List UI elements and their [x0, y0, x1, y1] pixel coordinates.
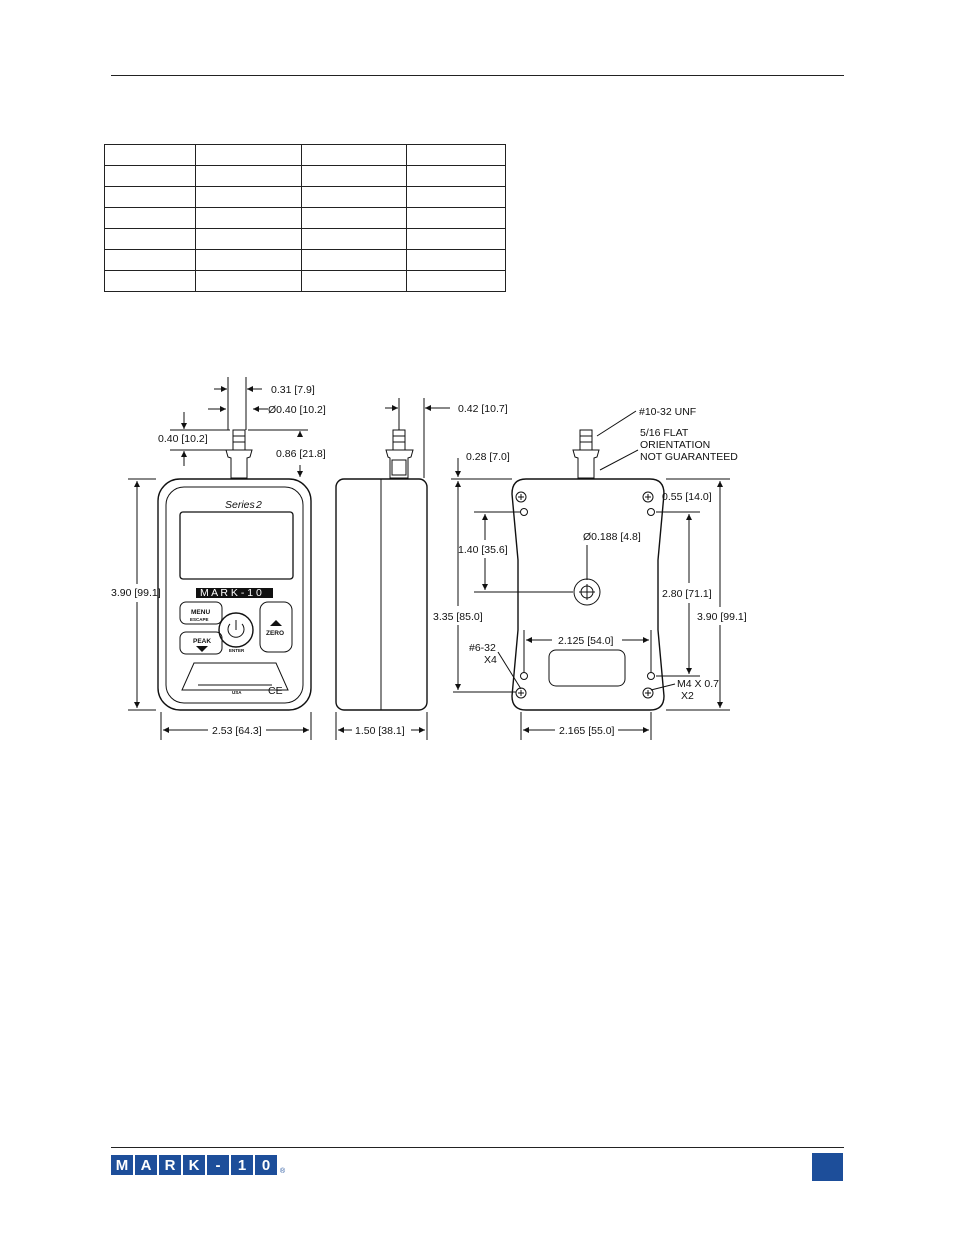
screw-m4-qty: X2: [681, 690, 694, 702]
dim-side-shaft: 0.42 [10.7]: [458, 403, 508, 415]
page-number-box: [812, 1153, 843, 1181]
logo-letter: 0: [255, 1155, 277, 1175]
side-view: [335, 429, 428, 711]
flat-note-3: NOT GUARANTEED: [640, 451, 738, 463]
logo-letter: -: [207, 1155, 229, 1175]
dim-hole-spacing-v: 2.80 [71.1]: [662, 588, 712, 600]
peak-key: PEAK: [193, 638, 211, 645]
usa-mark: USA: [232, 690, 242, 695]
dim-front-height: 3.90 [99.1]: [111, 587, 161, 599]
front-logo-text: M A R K - 1 0: [200, 587, 262, 599]
dim-shaft-height: 0.86 [21.8]: [276, 448, 326, 460]
logo-letter: 1: [231, 1155, 253, 1175]
dim-hole-offset: 0.55 [14.0]: [662, 491, 712, 503]
dim-hole-height: 1.40 [35.6]: [458, 544, 508, 556]
flat-note-2: ORIENTATION: [640, 439, 710, 451]
dim-collar-dia: Ø0.40 [10.2]: [268, 404, 326, 416]
dim-rear-height: 3.90 [99.1]: [697, 611, 747, 623]
escape-key: ESCAPE: [190, 617, 209, 622]
header-rule: [111, 75, 844, 76]
rear-view: [511, 429, 665, 711]
dim-rear-width: 2.165 [55.0]: [559, 725, 615, 737]
dim-front-width: 2.53 [64.3]: [212, 725, 262, 737]
screw-m4-note: M4 X 0.7: [677, 678, 719, 690]
series-number: 2: [255, 499, 262, 511]
up-arrow-icon: [270, 620, 282, 626]
thread-note: #10-32 UNF: [639, 406, 696, 418]
dim-shaft-width: 0.31 [7.9]: [271, 384, 315, 396]
table-row: [104, 165, 506, 187]
flat-note-1: 5/16 FLAT: [640, 427, 689, 439]
footer-rule: [111, 1147, 844, 1148]
dim-side-width: 1.50 [38.1]: [355, 725, 405, 737]
logo-letter: A: [135, 1155, 157, 1175]
table-row: [104, 270, 506, 292]
ce-mark: CE: [268, 685, 283, 697]
zero-key: ZERO: [266, 630, 284, 637]
dimension-drawing: Series 2 M A R K - 1 0 MENU ESCAPE PEAK …: [111, 377, 747, 740]
logo-letter: R: [159, 1155, 181, 1175]
dim-hole-dia: Ø0.188 [4.8]: [583, 531, 641, 543]
table-row: [104, 207, 506, 229]
down-arrow-icon: [196, 646, 208, 652]
logo-letter: M: [111, 1155, 133, 1175]
dim-collar-height: 0.40 [10.2]: [158, 433, 208, 445]
table-row: [104, 228, 506, 250]
dim-rear-mount-height: 3.35 [85.0]: [433, 611, 483, 623]
menu-key: MENU: [191, 609, 210, 616]
dim-hole-spacing-h: 2.125 [54.0]: [558, 635, 614, 647]
screw-632-note: #6-32: [469, 642, 496, 654]
table-row: [104, 186, 506, 208]
front-view: [157, 429, 312, 711]
spec-table: [104, 144, 506, 292]
dim-shaft-offset: 0.28 [7.0]: [466, 451, 510, 463]
logo-letter: K: [183, 1155, 205, 1175]
registered-mark: ®: [280, 1167, 286, 1175]
enter-key: ENTER: [229, 648, 245, 653]
series-label: Series: [225, 499, 256, 511]
screw-632-qty: X4: [484, 654, 497, 666]
footer-logo: M A R K - 1 0 ®: [111, 1155, 285, 1175]
